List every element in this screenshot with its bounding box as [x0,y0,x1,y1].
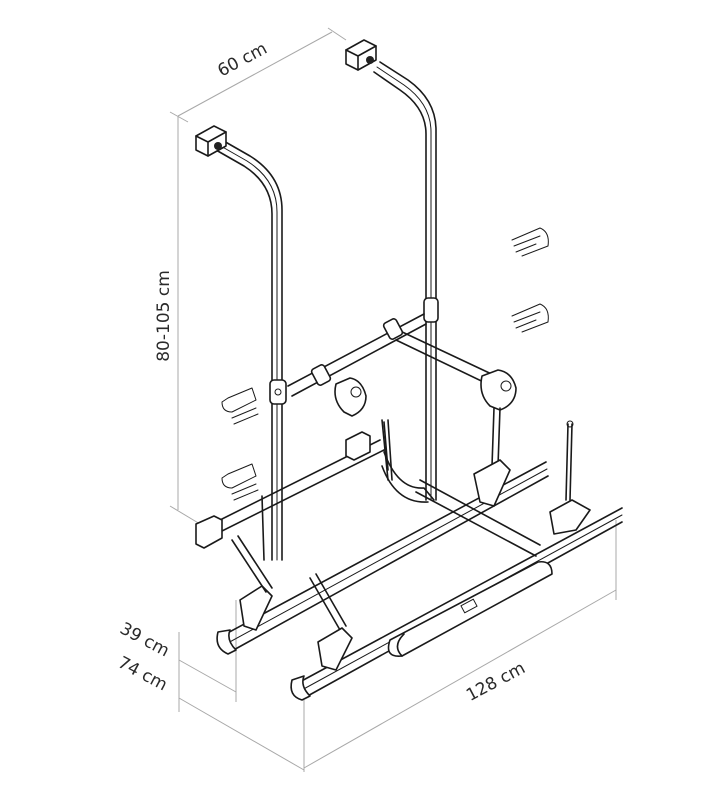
right-wall-bracket [345,39,377,71]
wheel-holder-4 [549,420,591,535]
wall-clip-left-upper [221,387,259,425]
wheel-rail-rear [216,461,549,655]
frame-clamp-right [480,369,517,467]
wall-clip-right-upper [511,227,549,257]
wall-clip-right-lower [511,303,549,333]
height-dimension-label: 80-105 cm [153,270,174,362]
frame-clamp-left [334,377,367,417]
storage-tube [387,560,553,657]
right-upright-tube [373,61,437,501]
lower-support-frame [195,419,541,557]
wheel-holder-3 [309,573,353,671]
wheel-rail-front [290,507,623,701]
wheel-holder-2 [383,421,511,507]
left-wall-bracket [195,125,227,157]
left-upright-tube [215,139,283,561]
wall-clip-left-lower [221,463,259,501]
dimension-lines [169,27,617,772]
upper-cross-bars [287,313,501,397]
upright-joints [269,297,439,405]
wheel-holder-1 [231,495,273,631]
